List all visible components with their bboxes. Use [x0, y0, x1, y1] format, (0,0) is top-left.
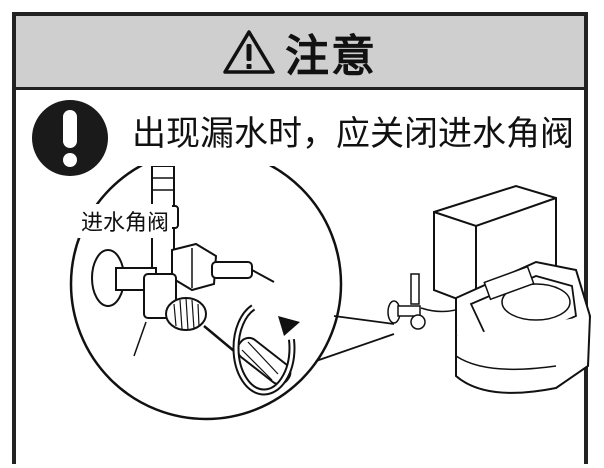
caution-panel: 注意 出现漏水时，应关闭进水角阀	[12, 12, 592, 464]
valve-illustration	[69, 166, 592, 421]
toilet-illustration	[433, 184, 592, 394]
instruction-row: 出现漏水时，应关闭进水角阀	[30, 98, 574, 184]
caution-header: 注意	[16, 16, 584, 90]
rotation-arrow-icon	[232, 300, 300, 396]
mandatory-exclamation-icon	[32, 100, 108, 176]
small-valve-illustration	[387, 273, 467, 330]
instruction-text: 出现漏水时，应关闭进水角阀	[132, 114, 574, 154]
caution-title: 注意	[285, 30, 377, 82]
warning-triangle-icon	[223, 29, 275, 74]
valve-callout-label: 进水角阀	[78, 204, 173, 238]
